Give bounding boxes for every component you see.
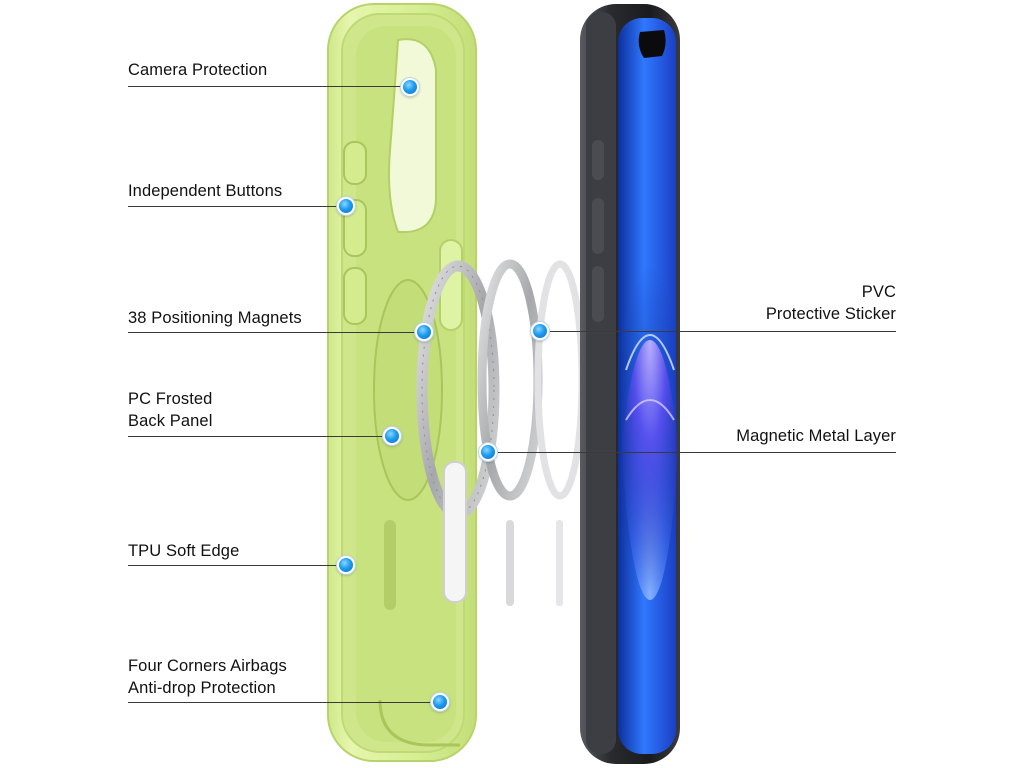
leader-independent-buttons	[128, 206, 346, 207]
blue-dot-icon	[415, 323, 433, 341]
label-pvc-sticker: PVC Protective Sticker	[766, 281, 896, 325]
blue-dot-icon	[431, 693, 449, 711]
leader-pc-back-panel	[128, 436, 392, 437]
pvc-sticker-ring	[538, 264, 582, 606]
label-independent-buttons: Independent Buttons	[128, 180, 282, 202]
label-pc-back-panel: PC Frosted Back Panel	[128, 388, 212, 432]
blue-dot-icon	[337, 556, 355, 574]
leader-tpu-soft-edge	[128, 565, 346, 566]
blue-dot-icon	[383, 427, 401, 445]
label-magnetic-metal-layer: Magnetic Metal Layer	[736, 425, 896, 447]
leader-corner-airbags	[128, 702, 440, 703]
label-corner-airbags: Four Corners Airbags Anti-drop Protectio…	[128, 655, 287, 699]
leader-magnetic-metal-layer	[488, 452, 896, 453]
leader-positioning-magnets	[128, 332, 424, 333]
label-positioning-magnets: 38 Positioning Magnets	[128, 307, 302, 329]
label-camera-protection: Camera Protection	[128, 59, 267, 81]
blue-dot-icon	[401, 78, 419, 96]
leader-pvc-sticker	[540, 331, 896, 332]
blue-dot-icon	[531, 322, 549, 340]
blue-dot-icon	[479, 443, 497, 461]
smartphone	[580, 4, 680, 764]
blue-dot-icon	[337, 197, 355, 215]
phone-case	[328, 4, 476, 761]
label-tpu-soft-edge: TPU Soft Edge	[128, 540, 239, 562]
leader-camera-protection	[128, 86, 410, 87]
